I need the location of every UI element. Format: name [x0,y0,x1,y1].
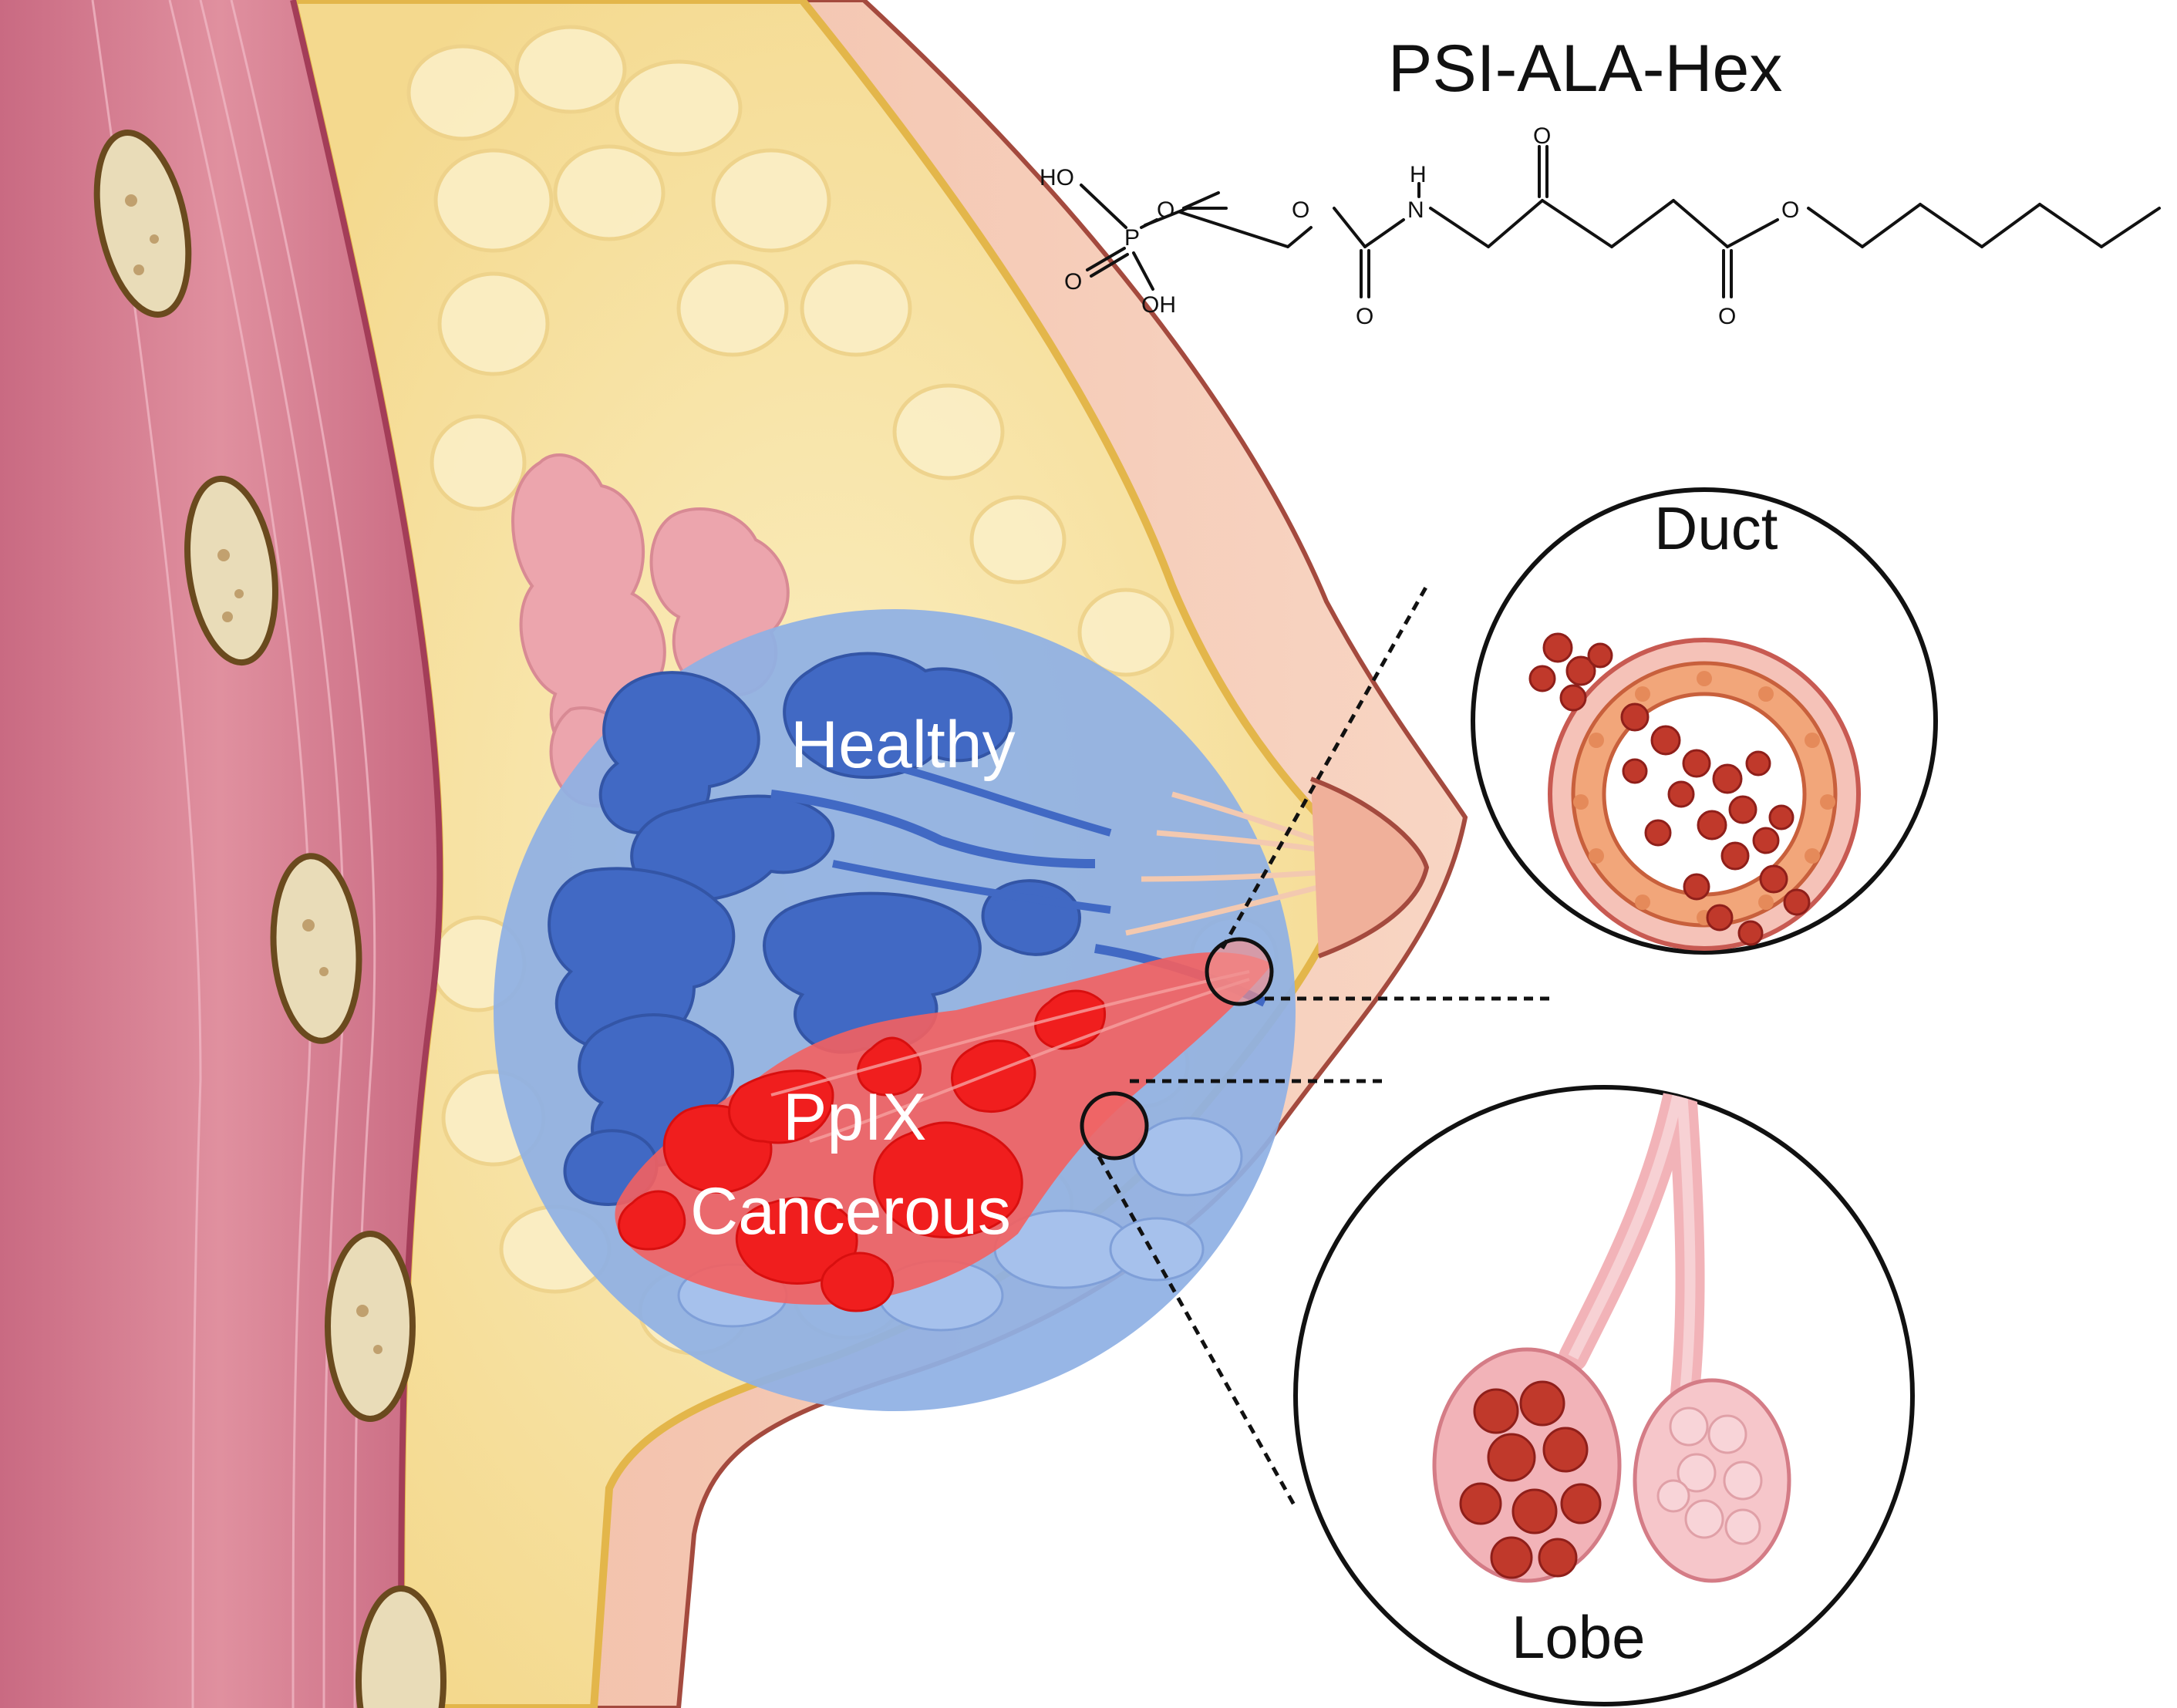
atom-ho-top: HO [1040,165,1074,190]
atom-o-ester-carbonyl: O [1718,304,1736,329]
compound-title: PSI-ALA-Hex [1388,32,1782,106]
atom-o-ester-link: O [1781,197,1799,223]
atom-o-ketone: O [1533,123,1551,149]
duct-inset: Duct [1471,487,1938,955]
atom-nh-n: N [1407,197,1424,223]
atom-oh-bottom: OH [1141,292,1176,318]
atom-o-phosphoryl: O [1064,269,1082,295]
nipple [1309,777,1430,958]
cancer-region [615,952,1272,1312]
atom-nh-h: H [1410,162,1427,187]
pplx-label: PpIX [783,1080,926,1154]
atom-p: P [1124,225,1140,251]
atom-o-link2: O [1292,197,1309,223]
chest-wall-muscle [0,0,447,1708]
lobe-label: Lobe [1511,1603,1646,1671]
lobe-inset: Lobe [1293,1085,1915,1706]
duct-marker-circle [1205,937,1274,1006]
connector-lines [1097,584,1550,1509]
healthy-label: Healthy [790,708,1016,782]
healthy-lobules [548,652,1267,1206]
cancerous-label: Cancerous [690,1174,1011,1248]
duct-label: Duct [1654,494,1778,562]
atom-o-link1: O [1157,197,1174,223]
rib-bones [93,130,447,1708]
atom-o-carbamate: O [1356,304,1373,329]
chemical-structure: HO P O O H N O O O O O OH [1040,123,2161,329]
lobe-marker-circle [1080,1091,1149,1161]
